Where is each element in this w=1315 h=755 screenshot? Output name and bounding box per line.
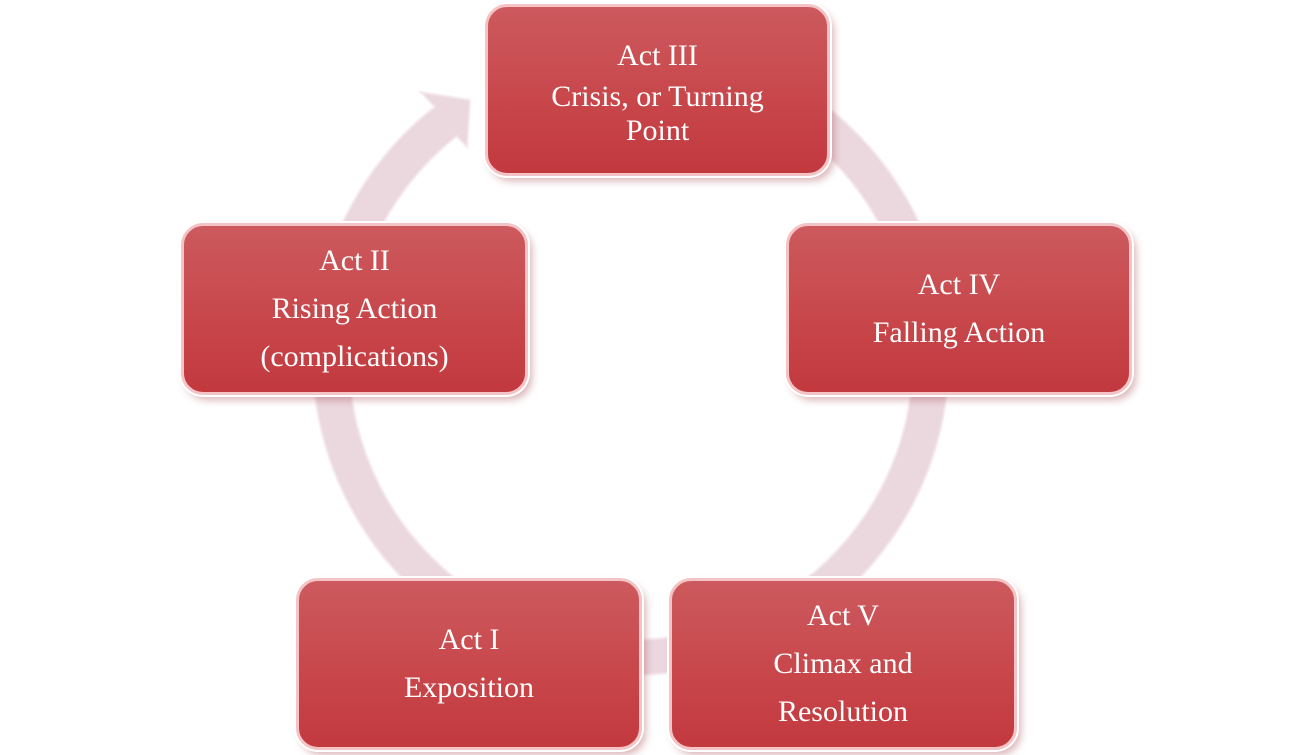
node-act-5-title: Act V [807, 599, 879, 632]
node-act-5: Act V Climax and Resolution [669, 578, 1017, 750]
node-act-2-line-1: Rising Action [271, 292, 438, 325]
node-act-2: Act II Rising Action (complications) [181, 223, 528, 395]
node-act-4-line-1: Falling Action [872, 316, 1046, 349]
node-act-2-line-2: (complications) [260, 340, 449, 373]
node-act-3: Act III Crisis, or Turning Point [485, 4, 830, 176]
node-act-1: Act I Exposition [296, 578, 642, 750]
node-act-5-line-1: Climax and [773, 647, 913, 680]
node-act-1-line-1: Exposition [403, 671, 534, 704]
node-act-2-title: Act II [319, 244, 390, 277]
node-act-4-title: Act IV [917, 268, 1001, 301]
node-act-3-title: Act III [617, 39, 698, 72]
node-act-3-line-1: Crisis, or Turning [551, 80, 764, 113]
node-act-4: Act IV Falling Action [786, 223, 1132, 395]
cycle-ring-band [311, 68, 950, 677]
node-act-3-line-2: Point [625, 114, 690, 147]
node-act-1-title: Act I [438, 623, 500, 656]
node-act-5-line-2: Resolution [777, 695, 908, 728]
